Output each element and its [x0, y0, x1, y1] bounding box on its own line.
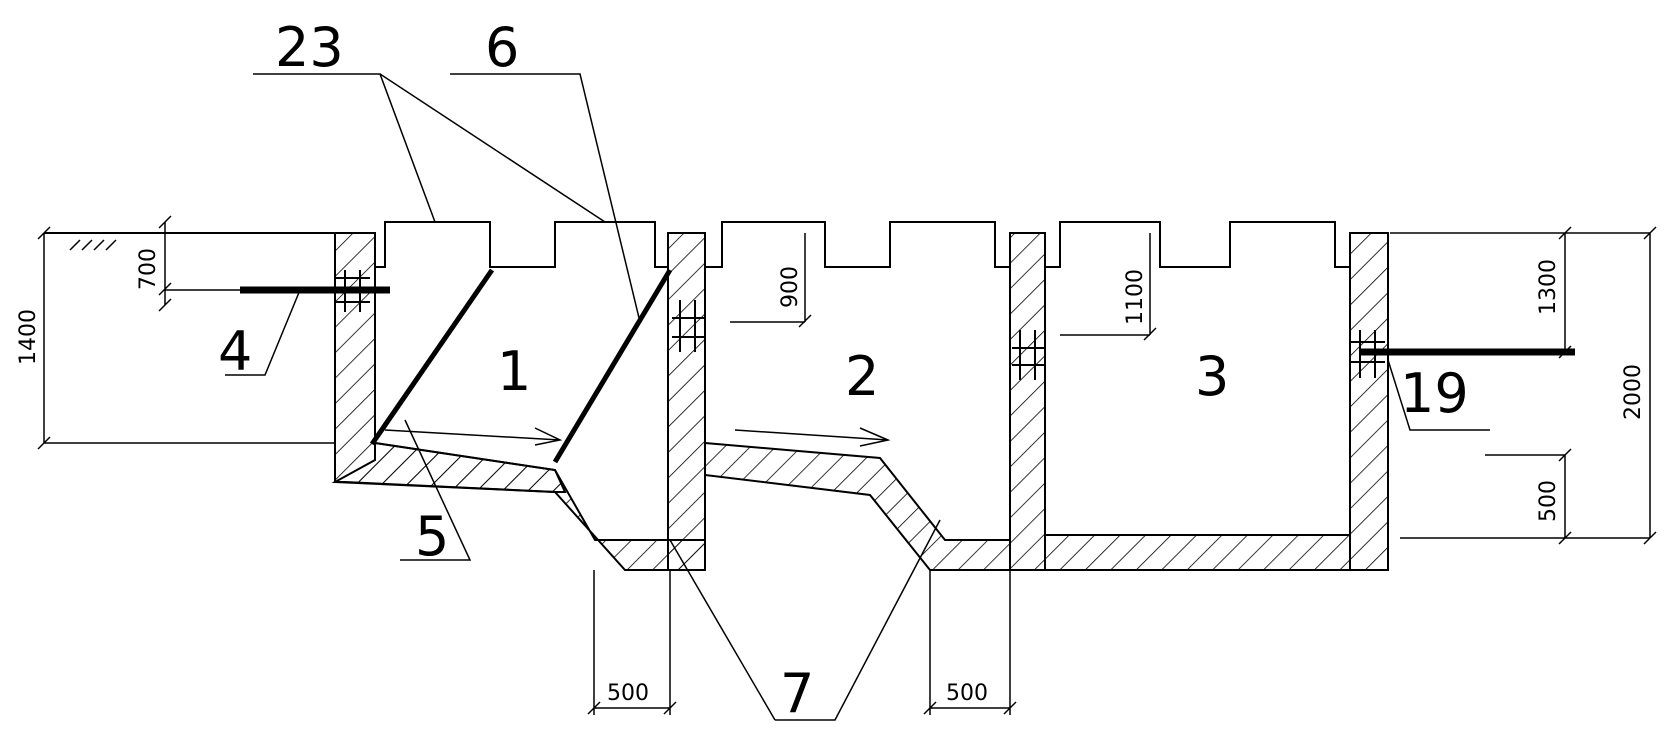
callout-4: 4	[218, 320, 252, 383]
right-wall	[1349, 232, 1389, 571]
callout-6: 6	[485, 16, 519, 79]
dim-500-bottom-mid: 500	[946, 681, 988, 706]
callout-23: 23	[275, 16, 344, 79]
chamber-3-floor	[1044, 534, 1351, 571]
leader-lines	[225, 73, 1490, 721]
dim-500-right: 500	[1536, 480, 1561, 522]
wall-1-2	[667, 232, 706, 571]
dim-1300: 1300	[1536, 259, 1561, 315]
baffle-right	[552, 268, 673, 464]
baffle-left	[369, 268, 495, 446]
dim-1400: 1400	[16, 309, 41, 365]
pipes	[240, 270, 1575, 380]
ground-line	[44, 232, 335, 251]
flow-arrows	[384, 427, 891, 447]
chamber-3-label: 3	[1195, 345, 1229, 408]
chamber-2-label: 2	[845, 345, 879, 408]
dim-500-bottom-left: 500	[607, 681, 649, 706]
chamber-1-label: 1	[497, 340, 531, 403]
dim-1100: 1100	[1123, 269, 1148, 325]
dim-900: 900	[778, 266, 803, 308]
wall-2-3	[1009, 232, 1046, 571]
callout-5: 5	[415, 505, 449, 568]
chamber-2-floor	[704, 441, 1011, 571]
dim-700: 700	[136, 248, 161, 290]
dim-2000: 2000	[1621, 364, 1646, 420]
dimension-lines	[37, 215, 1657, 715]
baffles	[369, 268, 673, 464]
top-slab	[374, 221, 1350, 268]
callout-7: 7	[780, 662, 814, 725]
chamber-1-floor	[331, 441, 706, 571]
callout-19: 19	[1400, 362, 1469, 425]
